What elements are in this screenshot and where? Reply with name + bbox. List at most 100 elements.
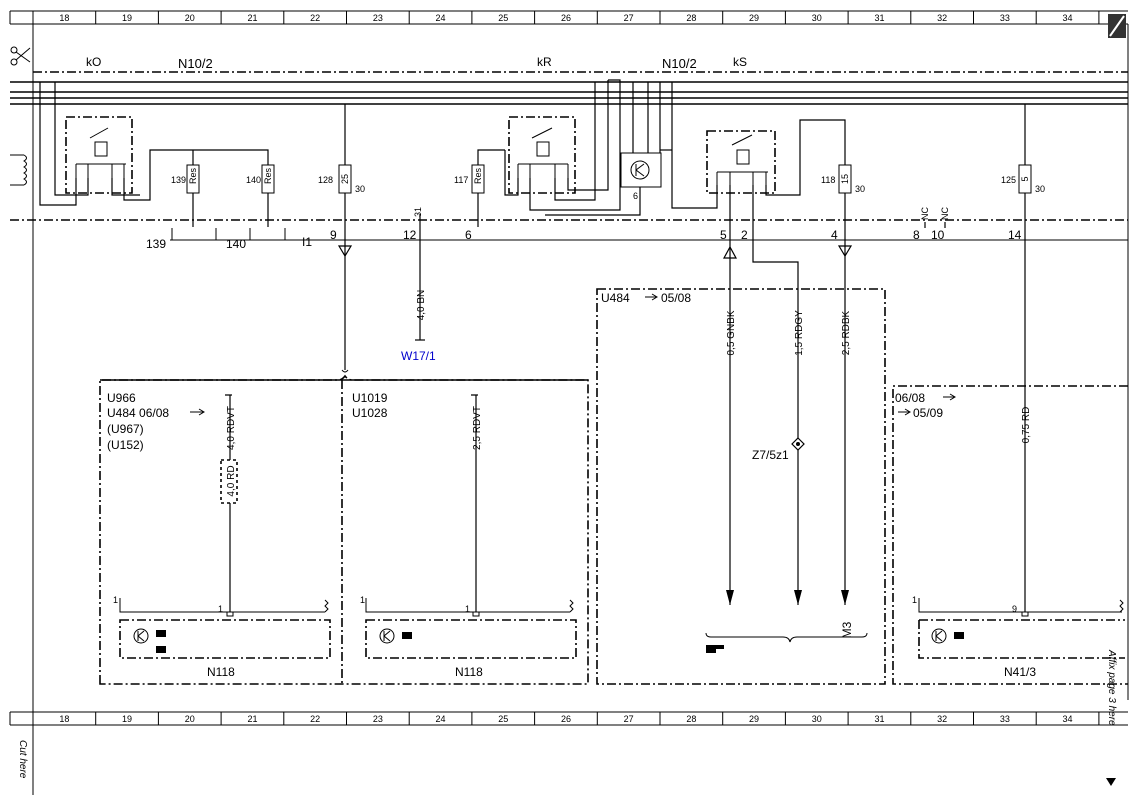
bottom-ruler-column-number: 29: [749, 714, 759, 724]
bottom-ruler-column-number: 18: [59, 714, 69, 724]
label-ko: kO: [86, 55, 101, 69]
wire-4-0-bn: 4,0 BN: [416, 290, 427, 321]
bottom-ruler-column-number: 19: [122, 714, 132, 724]
n41-3-pin-1: 1: [912, 595, 917, 605]
pin-5: 5: [720, 228, 727, 242]
top-ruler-column-number: 34: [1063, 13, 1073, 23]
top-ruler-column-number: 24: [436, 13, 446, 23]
top-ruler-column-number: 32: [937, 13, 947, 23]
top-ruler-column-number: 30: [812, 13, 822, 23]
res-140-label: Res: [263, 168, 273, 185]
relay-ks: [706, 130, 776, 194]
n118-b-connector-pin: 1: [465, 604, 470, 614]
fuse-118-number: 118: [821, 175, 835, 185]
top-ruler-column-number: 20: [185, 13, 195, 23]
fuse-128-amp: 30: [355, 184, 365, 194]
pin-31-label: 31: [413, 207, 423, 217]
n118-b-pin-1: 1: [360, 595, 365, 605]
wire-0-5-gnbk: 0,5 GNBK: [726, 310, 737, 355]
transistor-relay-6: 6: [545, 82, 662, 216]
res-140-number: 140: [246, 175, 261, 185]
relay-ko: [65, 116, 133, 194]
bracket-140: 140: [226, 237, 246, 251]
module-n118-a: 1 1 N118: [113, 595, 331, 679]
arrow-right-icon: [190, 408, 205, 416]
top-ruler-column-number: 21: [247, 13, 257, 23]
bottom-ruler-column-number: 31: [874, 714, 884, 724]
ground-w17-1[interactable]: W17/1: [401, 349, 436, 363]
variant-u152: (U152): [107, 438, 144, 452]
pin-4: 4: [831, 228, 838, 242]
relay-6-label: 6: [633, 191, 638, 201]
variant-u1028: U1028: [352, 406, 388, 420]
bottom-ruler-column-number: 30: [812, 714, 822, 724]
scissors-icon: [10, 46, 31, 66]
bottom-ruler-column-number: 20: [185, 714, 195, 724]
fuse-117: Res 117: [454, 149, 505, 227]
pencil-icon: [1108, 14, 1126, 38]
module-n41-3: 1 9 N41/3: [912, 595, 1125, 679]
n41-3-connector-pin: 9: [1012, 604, 1017, 614]
label-m3: M3: [840, 621, 854, 638]
pin-8: 8: [913, 228, 920, 242]
bottom-ruler-column-number: 32: [937, 714, 947, 724]
pin-10: 10: [931, 228, 945, 242]
wire-4-0-rd: 4,0 RD: [226, 465, 237, 496]
bottom-ruler-column-number: 34: [1063, 714, 1073, 724]
module-n118-b: 1 1 N118: [360, 595, 577, 679]
top-ruler-column-number: 33: [1000, 13, 1010, 23]
wire-1-5-rdgy: 1,5 RDGY: [794, 310, 805, 356]
res-139-number: 139: [171, 175, 186, 185]
n118-b-label: N118: [455, 665, 483, 679]
arrow-right-icon-right-2: [898, 408, 911, 416]
label-n10-2-right: N10/2: [662, 56, 697, 71]
bottom-ruler-column-number: 24: [436, 714, 446, 724]
wire-4-0-rdvt: 4,0 RDVT: [226, 406, 237, 450]
top-ruler-column-number: 28: [686, 13, 696, 23]
top-ruler-column-number: 18: [59, 13, 69, 23]
top-ruler-column-number: 23: [373, 13, 383, 23]
pin-12: 12: [403, 228, 417, 242]
arrow-right-icon-right: [943, 393, 956, 401]
variant-u967: (U967): [107, 422, 144, 436]
variant-box-right: [892, 385, 1128, 685]
variant-u484-0608: U484 06/08: [107, 406, 169, 420]
optional-wire-box: [220, 459, 238, 504]
fuse-125: 5 125 30: [1001, 104, 1045, 225]
bottom-ruler-column-number: 23: [373, 714, 383, 724]
variant-box-u484: [596, 288, 886, 685]
pin-2: 2: [741, 228, 748, 242]
bottom-ruler-column-number: 21: [247, 714, 257, 724]
bottom-ruler-column-number: 25: [498, 714, 508, 724]
fuse-118-rating: 15: [840, 174, 850, 184]
pin-6: 6: [465, 228, 472, 242]
coil-symbol: [10, 154, 27, 186]
resistor-140: Res 140: [246, 164, 275, 227]
fuse-117-number: 117: [454, 175, 468, 185]
fuse-118: 15 118 30: [821, 164, 865, 225]
resistor-139: Res 139: [171, 150, 200, 227]
nc-pin-1: NC: [920, 207, 930, 220]
bottom-ruler-column-number: 28: [686, 714, 696, 724]
top-ruler-column-number: 26: [561, 13, 571, 23]
n118-a-label: N118: [207, 665, 235, 679]
n41-3-label: N41/3: [1004, 665, 1036, 679]
fuse-125-rating: 5: [1020, 176, 1030, 181]
fuse-128-number: 128: [318, 175, 333, 185]
top-ruler-column-number: 19: [122, 13, 132, 23]
nc-pin-2: NC: [940, 207, 950, 220]
hand-pointer-icon-u484[interactable]: [706, 645, 724, 653]
top-ruler-column-number: 31: [874, 13, 884, 23]
n118-a-pin-1: 1: [113, 595, 118, 605]
top-ruler-column-number: 22: [310, 13, 320, 23]
label-kr: kR: [537, 55, 552, 69]
connector-i1-name: I1: [302, 235, 312, 249]
pin-9: 9: [330, 228, 337, 242]
wire-2-5-rdbk: 2,5 RDBK: [841, 310, 852, 355]
right-variant-from: 06/08: [895, 391, 925, 405]
bus-bars: [10, 81, 1128, 105]
label-ks: kS: [733, 55, 747, 69]
cut-here-label: Cut here: [17, 740, 28, 779]
label-n10-2-left: N10/2: [178, 56, 213, 71]
